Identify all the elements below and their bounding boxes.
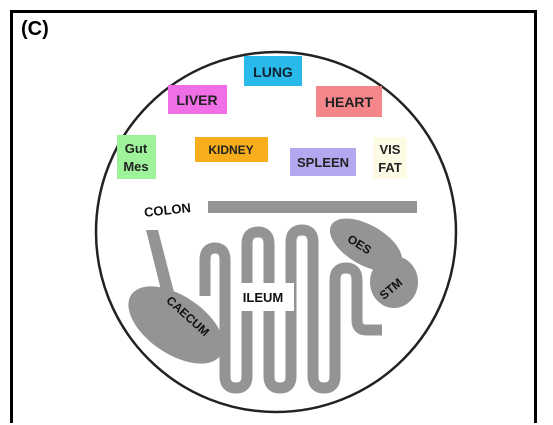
vis-fat-label-line2: FAT	[378, 160, 402, 175]
liver-box: LIVER	[168, 85, 227, 114]
ileum-label-box: ILEUM	[233, 283, 294, 311]
gut-mes-label-line1: Gut	[125, 141, 148, 156]
heart-label: HEART	[325, 94, 374, 110]
gut-mes-label-line2: Mes	[123, 159, 148, 174]
lung-box: LUNG	[244, 56, 302, 86]
spleen-label: SPLEEN	[297, 155, 349, 170]
gut-mes-box: Gut Mes	[117, 135, 156, 179]
kidney-box: KIDNEY	[195, 137, 268, 162]
ileum-label: ILEUM	[243, 290, 283, 305]
liver-label: LIVER	[176, 92, 217, 108]
kidney-label: KIDNEY	[208, 143, 253, 157]
vis-fat-label-line1: VIS	[380, 142, 401, 157]
colon-shape	[208, 201, 417, 213]
spleen-box: SPLEEN	[290, 148, 356, 176]
vis-fat-box: VIS FAT	[373, 137, 407, 179]
heart-box: HEART	[316, 86, 382, 117]
lung-label: LUNG	[253, 64, 293, 80]
